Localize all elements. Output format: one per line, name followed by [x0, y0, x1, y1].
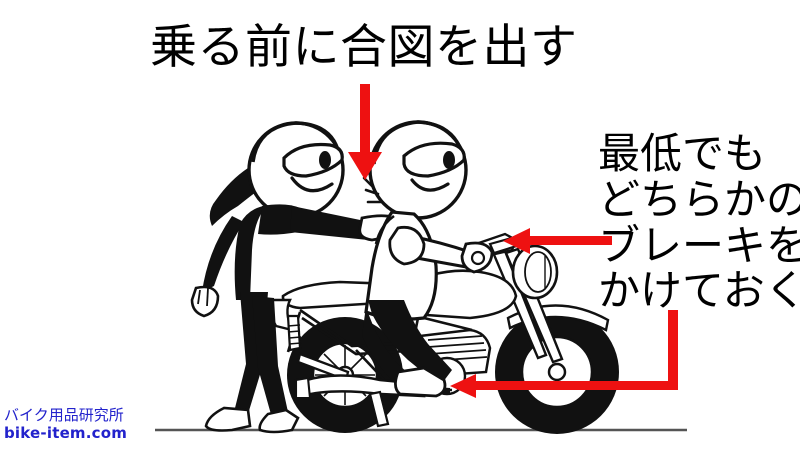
passenger-free-arm [202, 216, 244, 292]
front-hub [547, 362, 567, 382]
caption-line-4: かけておく [598, 266, 800, 316]
passenger-smile [290, 176, 334, 193]
rider-eye [443, 151, 455, 169]
passenger-woman [190, 121, 402, 434]
page-title: 乗る前に合図を出す [150, 20, 578, 75]
rider-leg [368, 300, 452, 386]
passenger-arm [290, 206, 370, 240]
watermark-url: bike-item.com [4, 424, 128, 442]
watermark-site-name: バイク用品研究所 [4, 406, 124, 424]
rider-helmet-line [372, 120, 466, 165]
rider-shoulder-line [374, 214, 395, 245]
rear-shock [286, 314, 302, 352]
rider-elbow [388, 225, 426, 266]
shock-spring [287, 324, 302, 345]
rider-smile [410, 178, 450, 192]
ponytail [209, 168, 256, 226]
brake-instruction-caption: 最低でも どちらかの ブレーキを かけておく [598, 131, 800, 314]
passenger-torso [234, 205, 268, 300]
passenger-free-hand [190, 285, 220, 318]
passenger-shoe-front [258, 408, 300, 434]
passenger-helmet-line [251, 121, 342, 163]
passenger-leg-front [252, 296, 288, 418]
side-stand [368, 390, 390, 428]
rider-boot [394, 366, 447, 398]
passenger-fingers [197, 287, 209, 307]
caption-line-1: 最低でも [598, 129, 767, 178]
passenger-shoulder [258, 204, 300, 235]
arrow-to-hand-brake [503, 228, 612, 254]
watermark: バイク用品研究所 bike-item.com [4, 406, 127, 442]
passenger-eye [319, 151, 331, 169]
passenger-shoe-back [204, 406, 252, 432]
caption-line-2: どちらかの [598, 174, 800, 224]
annotation-arrows [348, 84, 678, 398]
exhaust-tip [294, 376, 312, 400]
arrow-to-foot-brake [450, 310, 678, 398]
arrow-to-shoulder [348, 84, 382, 180]
rider-thumb [470, 250, 486, 266]
rider [362, 120, 494, 398]
caption-line-3: ブレーキを [598, 220, 800, 270]
headlight-inner [524, 251, 552, 293]
